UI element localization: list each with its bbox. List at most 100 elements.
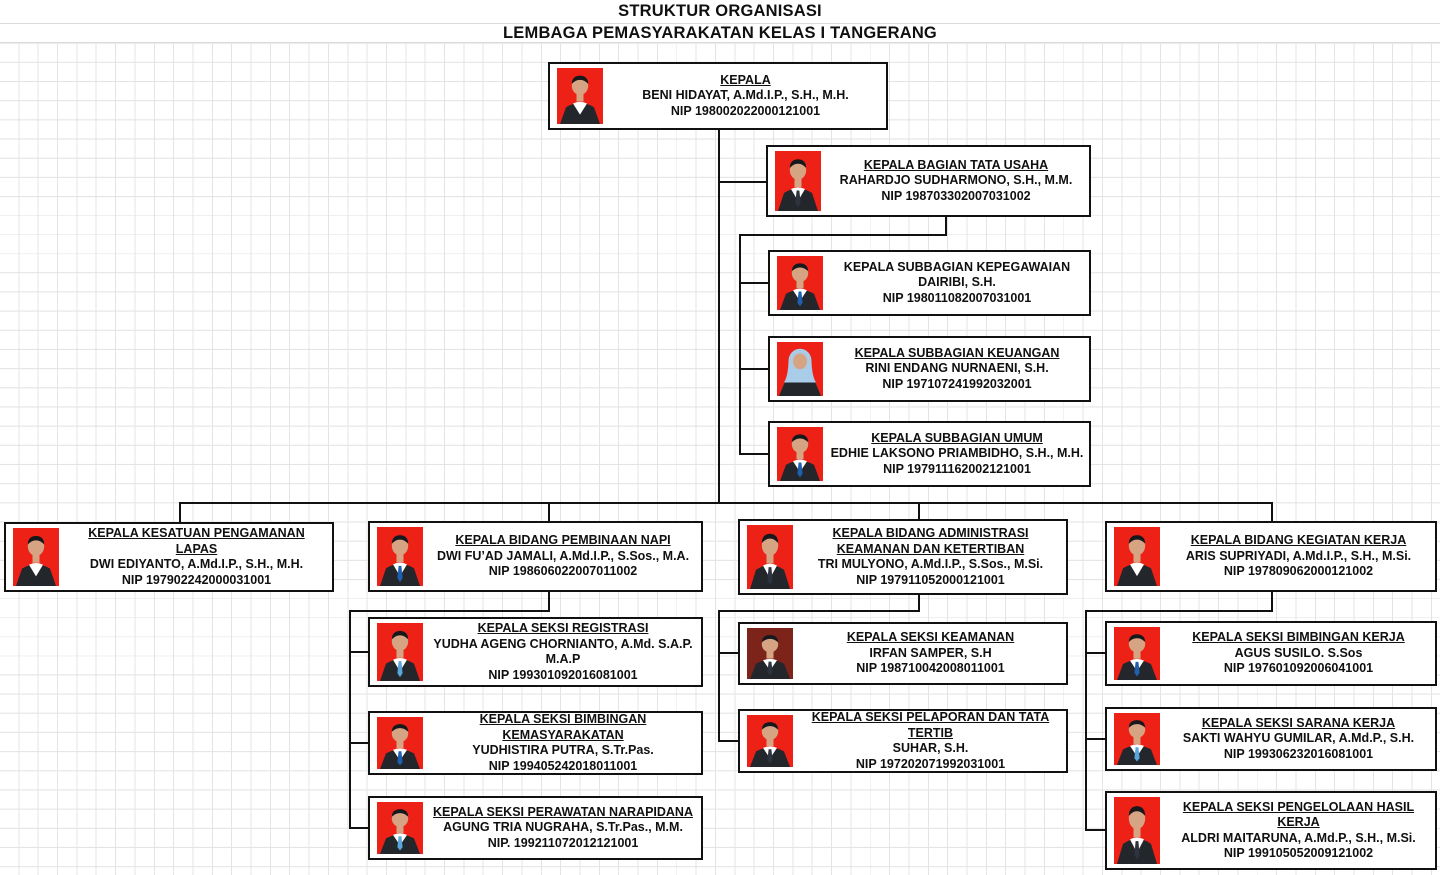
node-title: KEPALA SEKSI KEAMANAN [846, 630, 1015, 645]
node-title: KEPALA [720, 72, 771, 87]
node-title: KEPALA SEKSI REGISTRASI [477, 621, 649, 635]
connector-line [1271, 502, 1273, 522]
connector-line [1271, 591, 1273, 612]
portrait-photo [777, 342, 823, 396]
connector-line [548, 502, 550, 522]
node-title: KEPALA SUBBAGIAN KEPEGAWAIAN [843, 259, 1071, 274]
node-name: ARIS SUPRIYADI, A.Md.I.P., S.H., M.Si. [1185, 548, 1412, 563]
connector-line [718, 129, 720, 504]
node-title: KEPALA BIDANG ADMINISTRASI KEAMANAN DAN … [832, 526, 1029, 556]
connector-line [718, 652, 739, 654]
node-nip: NIP 197911052000121001 [856, 572, 1005, 587]
connector-line [739, 282, 769, 284]
node-title: KEPALA SEKSI PENGELOLAAN HASIL KERJA [1182, 799, 1415, 830]
node-title: KEPALA BAGIAN TATA USAHA [863, 157, 1049, 172]
node-nip: NIP 198710042008011001 [856, 661, 1005, 676]
org-node-administrasi: KEPALA BIDANG ADMINISTRASI KEAMANAN DAN … [738, 519, 1068, 595]
node-name: SAKTI WAHYU GUMILAR, A.Md.P., S.H. [1182, 731, 1415, 746]
portrait-photo [557, 68, 603, 124]
node-title: KEPALA BIDANG KEGIATAN KERJA [1190, 533, 1407, 548]
node-title: KEPALA SUBBAGIAN KEUANGAN [854, 345, 1060, 360]
portrait-photo [777, 256, 823, 310]
node-name: EDHIE LAKSONO PRIAMBIDHO, S.H., M.H. [830, 446, 1084, 461]
node-name: AGUS SUSILO. S.Sos [1234, 645, 1363, 660]
connector-line [945, 216, 947, 236]
connector-line [718, 610, 720, 742]
portrait-photo [1114, 797, 1160, 864]
node-nip: NIP 199306232016081001 [1223, 746, 1374, 761]
portrait-photo [747, 525, 793, 589]
node-nip: NIP 198606022007011002 [488, 564, 638, 579]
portrait-photo [377, 623, 423, 681]
node-nip: NIP 198002022000121001 [670, 103, 821, 118]
node-name: RAHARDJO SUDHARMONO, S.H., M.M. [839, 173, 1073, 188]
node-name: AGUNG TRIA NUGRAHA, S.Tr.Pas., M.M. [443, 820, 683, 835]
connector-line [349, 651, 369, 653]
connector-line [349, 610, 550, 612]
node-name: RINI ENDANG NURNAENI, S.H. [865, 361, 1049, 376]
node-title: KEPALA SEKSI BIMBINGAN KEMASYARAKATAN [479, 712, 647, 742]
portrait-photo [1114, 627, 1160, 680]
node-nip: NIP 197601092006041001 [1223, 661, 1374, 676]
connector-line [1085, 829, 1106, 831]
node-nip: NIP 198011082007031001 [882, 290, 1032, 305]
portrait-photo [777, 427, 823, 481]
node-name: YUDHA AGENG CHORNIANTO, A.Md. S.A.P. M.A… [433, 636, 693, 667]
portrait-photo [747, 628, 793, 679]
node-name: DWI EDIYANTO, A.Md.I.P., S.H., M.H. [89, 557, 304, 571]
connector-line [739, 234, 947, 236]
title-bar: STRUKTUR ORGANISASI LEMBAGA PEMASYARAKAT… [0, 0, 1440, 44]
connector-line [1085, 738, 1106, 740]
connector-line [739, 234, 741, 455]
node-nip: NIP. 199211072012121001 [487, 835, 639, 850]
portrait-photo [377, 527, 423, 586]
node-title: KEPALA SEKSI PERAWATAN NARAPIDANA [433, 804, 693, 819]
connector-line [1085, 652, 1106, 654]
node-nip: NIP 199301092016081001 [488, 667, 638, 682]
connector-line [179, 502, 181, 523]
portrait-photo [13, 528, 59, 586]
node-nip: NIP 197902242000031001 [121, 572, 272, 587]
node-title: KEPALA BIDANG PEMBINAAN NAPI [455, 533, 671, 548]
portrait-photo [1114, 527, 1160, 586]
node-title: KEPALA SEKSI BIMBINGAN KERJA [1192, 630, 1405, 645]
node-nip: NIP 198703302007031002 [881, 188, 1031, 203]
portrait-photo [377, 802, 423, 854]
node-name: DWI FU’AD JAMALI, A.Md.I.P., S.Sos., M.A… [436, 548, 690, 563]
connector-line [718, 610, 920, 612]
connector-line [179, 502, 1273, 504]
node-title: KEPALA KESATUAN PENGAMANAN LAPAS [88, 526, 305, 556]
connector-line [1085, 610, 1273, 612]
connector-line [739, 368, 769, 370]
node-name: DAIRIBI, S.H. [918, 275, 996, 290]
connector-line [548, 591, 550, 612]
connector-line [918, 502, 920, 520]
